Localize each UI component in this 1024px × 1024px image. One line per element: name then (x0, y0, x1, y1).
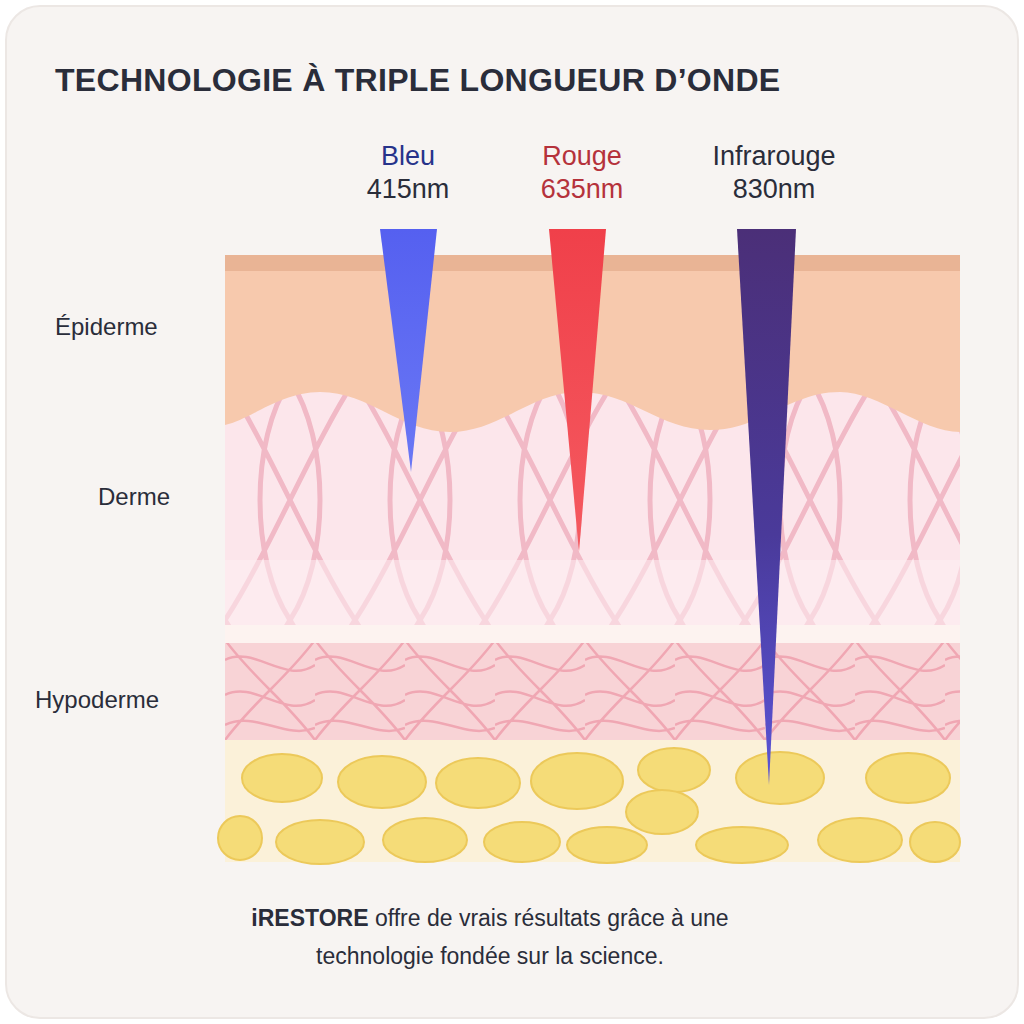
fat-cell (910, 822, 960, 862)
wavelength-value: 415nm (367, 174, 450, 205)
fat-cell (276, 820, 364, 864)
fat-cell (218, 816, 262, 860)
fat-cell (484, 822, 560, 862)
caption: iRESTORE offre de vrais résultats grâce … (190, 900, 790, 976)
fat-cell (638, 748, 710, 792)
wavelength-value: 830nm (733, 174, 816, 205)
fat-cell (696, 827, 788, 863)
wavelength-name: Rouge (542, 141, 622, 172)
fat-cell (531, 753, 623, 809)
fat-cell (626, 790, 698, 834)
fat-cell (383, 818, 467, 862)
fat-cell (567, 827, 647, 863)
fat-cell (866, 753, 950, 803)
fat-cell (436, 758, 520, 808)
layer-name: Hypoderme (35, 686, 159, 714)
fat-cell (338, 756, 426, 808)
wavelength-name: Infrarouge (712, 141, 835, 172)
layer-name: Épiderme (55, 313, 158, 341)
diagram-title: TECHNOLOGIE À TRIPLE LONGUEUR D’ONDE (55, 62, 781, 99)
wavelength-name: Bleu (381, 141, 435, 172)
fat-cell (242, 754, 322, 802)
wavelength-value: 635nm (541, 174, 624, 205)
layer-name: Derme (98, 483, 170, 511)
fat-cell (736, 752, 824, 804)
fat-cell (818, 818, 902, 862)
